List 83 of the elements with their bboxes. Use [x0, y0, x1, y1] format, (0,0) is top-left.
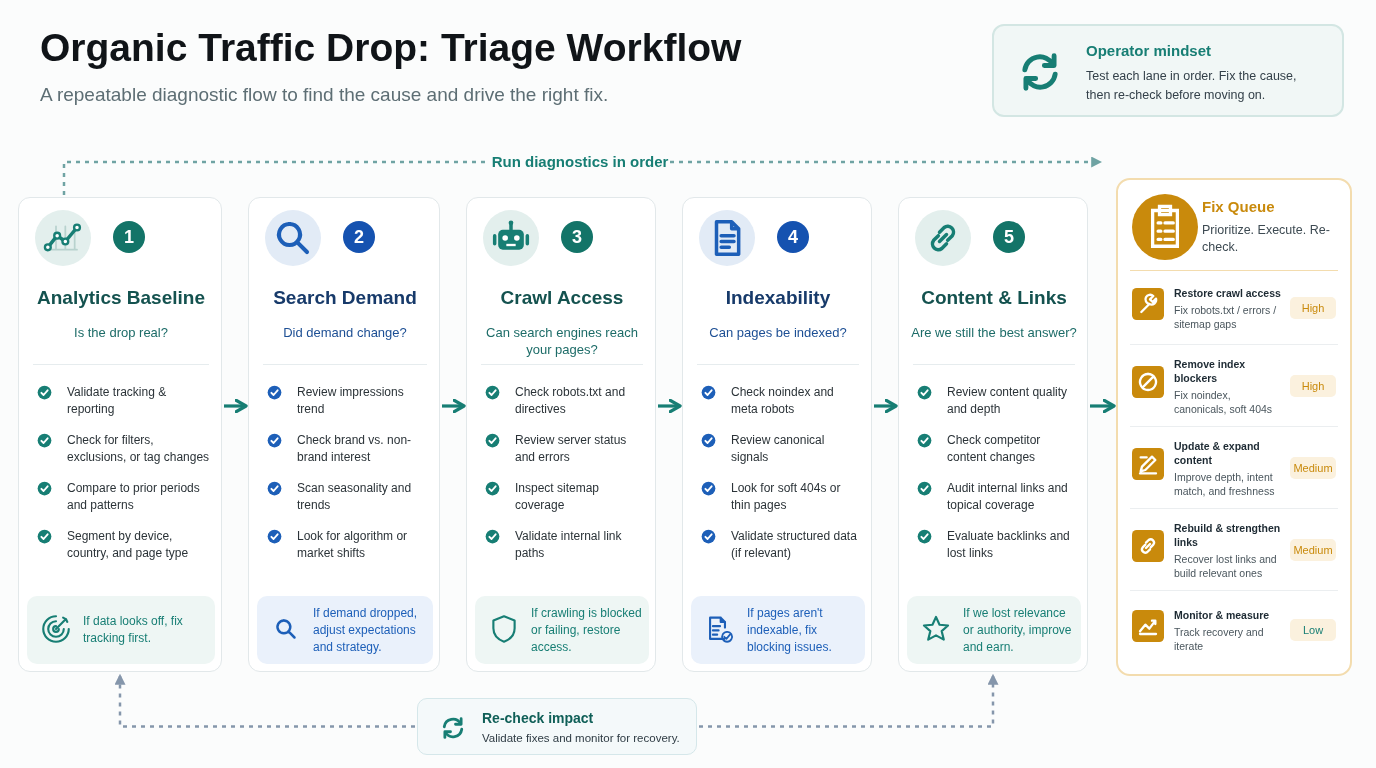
- callout-box: [27, 596, 215, 664]
- queue-subtitle: Prioritize. Execute. Re-check.: [1202, 222, 1331, 256]
- callout-text: If data looks off, fix tracking first.: [83, 613, 184, 647]
- checklist-item: Check competitor content changes: [947, 432, 1042, 466]
- task-title: Monitor & measure: [1174, 607, 1271, 622]
- checklist-item: Review content quality and depth: [947, 384, 1069, 418]
- lane-card: [898, 197, 1088, 672]
- checklist-item: Review impressions trend: [297, 384, 405, 418]
- checklist-item: Inspect sitemap coverage: [515, 480, 601, 514]
- panel-title: Operator mindset: [1086, 42, 1212, 59]
- arrow: [224, 398, 248, 414]
- task-title: Rebuild & strengthen links: [1174, 520, 1282, 549]
- checklist-item: Check noindex and meta robots: [731, 384, 835, 418]
- callout-box: [907, 596, 1081, 664]
- subtitle: A repeatable diagnostic flow to find the cause and drive the right fix.: [40, 84, 609, 106]
- callout-box: [691, 596, 865, 664]
- checklist-item: Audit internal links and topical coverage: [947, 480, 1069, 514]
- priority-badge: Medium: [1290, 539, 1336, 561]
- checklist-item: Review canonical signals: [731, 432, 826, 466]
- step-number-badge: 3: [561, 221, 593, 253]
- task-description: Improve depth, intent match, and freshness: [1174, 469, 1276, 498]
- fix-queue-panel: [1116, 178, 1352, 676]
- step-number-badge: 4: [777, 221, 809, 253]
- note-panel: [992, 24, 1344, 117]
- checklist-item: Evaluate backlinks and lost links: [947, 528, 1071, 562]
- checklist-item: Validate internal link paths: [515, 528, 623, 562]
- queue-title: Fix Queue: [1202, 198, 1275, 215]
- arrow: [1090, 398, 1116, 414]
- checklist-item: Validate structured data (if relevant): [731, 528, 858, 562]
- callout-text: If pages aren't indexable, fix blocking issues.: [747, 604, 833, 656]
- task-description: Track recovery and iterate: [1174, 624, 1265, 653]
- checklist-item: Scan seasonality and trends: [297, 480, 413, 514]
- callout-text: If demand dropped, adjust expectations and strategy.: [313, 604, 419, 656]
- checklist-item: Compare to prior periods and patterns: [67, 480, 201, 514]
- lane-question: Are we still the best answer?: [910, 324, 1078, 341]
- checklist-item: Look for soft 404s or thin pages: [731, 480, 842, 514]
- dashed-arrow: [114, 673, 415, 728]
- lane-title: Search Demand: [272, 285, 418, 310]
- arrow: [442, 398, 466, 414]
- lane-question: Can pages be indexed?: [708, 324, 848, 341]
- lane-card: [466, 197, 656, 672]
- callout-box: [475, 596, 649, 664]
- lane-question: Can search engines reach your pages?: [485, 324, 639, 358]
- panel-title: Re-check impact: [482, 710, 594, 726]
- lane-card: [682, 197, 872, 672]
- task-description: Fix robots.txt / errors / sitemap gaps: [1174, 302, 1278, 331]
- diagram-title: Organic Traffic Drop: Triage Workflow: [40, 26, 742, 70]
- step-number-badge: 5: [993, 221, 1025, 253]
- checklist-item: Segment by device, country, and page type: [67, 528, 190, 562]
- lane-title: Content & Links: [920, 285, 1068, 310]
- lane-question: Is the drop real?: [73, 324, 169, 341]
- panel-text: Validate fixes and monitor for recovery.: [482, 732, 680, 744]
- lane-title: Analytics Baseline: [36, 285, 206, 310]
- task-title: Remove index blockers: [1174, 356, 1247, 385]
- priority-badge: High: [1290, 375, 1336, 397]
- callout-box: [257, 596, 433, 664]
- panel-text: Test each lane in order. Fix the cause, then re-check before moving on.: [1086, 68, 1298, 104]
- callout-text: If crawling is blocked or failing, restore access.: [531, 604, 643, 656]
- checklist-item: Check robots.txt and directives: [515, 384, 627, 418]
- priority-badge: Low: [1290, 619, 1336, 641]
- checklist-item: Validate tracking & reporting: [67, 384, 168, 418]
- task-description: Fix noindex, canonicals, soft 404s: [1174, 387, 1274, 416]
- lane-title: Crawl Access: [499, 285, 625, 310]
- note-panel: [417, 698, 697, 755]
- lane-card: [248, 197, 440, 672]
- checklist-item: Look for algorithm or market shifts: [297, 528, 409, 562]
- task-description: Recover lost links and build relevant ones: [1174, 551, 1278, 580]
- dashed-arrow: [699, 673, 999, 728]
- arrow: [874, 398, 898, 414]
- checklist-item: Review server status and errors: [515, 432, 628, 466]
- task-title: Update & expand content: [1174, 438, 1261, 467]
- lane-question: Did demand change?: [282, 324, 408, 341]
- step-number-badge: 2: [343, 221, 375, 253]
- callout-text: If we lost relevance or authority, improve and earn.: [963, 604, 1073, 656]
- task-title: Restore crawl access: [1174, 285, 1282, 300]
- step-number-badge: 1: [113, 221, 145, 253]
- priority-badge: High: [1290, 297, 1336, 319]
- priority-badge: Medium: [1290, 457, 1336, 479]
- checklist-item: Check for filters, exclusions, or tag changes: [67, 432, 211, 466]
- lane-card: [18, 197, 222, 672]
- lane-title: Indexability: [724, 285, 832, 310]
- arrow: [658, 398, 682, 414]
- checklist-item: Check brand vs. non-brand interest: [297, 432, 413, 466]
